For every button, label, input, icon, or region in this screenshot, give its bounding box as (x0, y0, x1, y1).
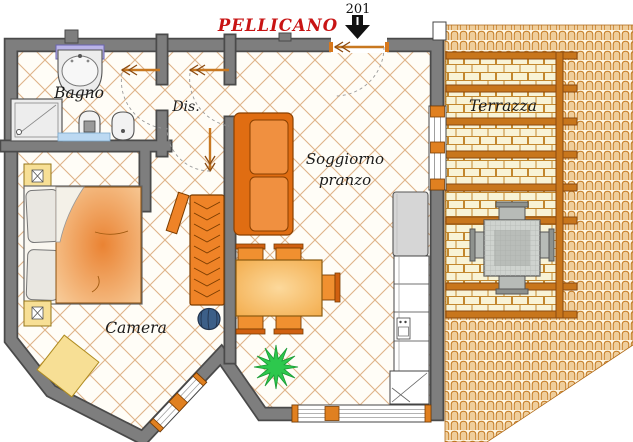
dining-chair-back (235, 328, 266, 335)
shower-drain (16, 129, 22, 135)
entrance-jamb-right (385, 42, 389, 52)
plant (253, 344, 299, 390)
wardrobe-open-door (165, 191, 190, 235)
bed-pillow-1 (25, 189, 61, 243)
bedroom-rug (36, 334, 100, 398)
sofa (233, 112, 294, 236)
room-label-camera: Camera (105, 319, 167, 337)
room-label-bagno: Bagno (53, 84, 104, 102)
wardrobe (165, 191, 225, 306)
terrace-chair-back-bottom (495, 288, 529, 295)
room-label-soggiorno-1: Soggiorno (306, 150, 384, 168)
kitchen-line (389, 191, 430, 405)
room-label-dis: Dis. (171, 99, 199, 115)
bed-pillow-2 (25, 249, 61, 301)
window-soggiorno-south (291, 404, 432, 423)
living-room-furniture (233, 112, 430, 405)
window-terrace-door (428, 105, 447, 191)
room-label-terrazza: Terrazza (469, 97, 537, 115)
terrace-dining-set (469, 201, 555, 295)
doors (120, 41, 385, 173)
bathroom-fixtures (10, 44, 135, 142)
unit-number: 201 (346, 2, 371, 17)
dining-set (235, 243, 341, 335)
wall-pilaster-top-left (64, 29, 79, 44)
pillar-top-right (432, 21, 447, 41)
radiator (57, 132, 111, 142)
window-camera-bay (149, 371, 208, 433)
bathroom-door-swing (120, 72, 162, 129)
pouf (197, 307, 221, 331)
terrace-chair-bottom (498, 275, 526, 290)
hall-door-swing (189, 72, 230, 127)
terrace-chair-top (498, 206, 526, 221)
oven (396, 317, 411, 340)
sink-faucet (78, 54, 82, 58)
dining-chair (275, 247, 302, 262)
bedroom-door-swing (166, 127, 211, 172)
terrace-chair-back-top (495, 201, 529, 208)
room-label-soggiorno-2: pranzo (319, 171, 371, 189)
dining-chair (237, 315, 264, 330)
dining-table (235, 259, 323, 317)
bedroom-furniture (23, 163, 225, 398)
building-title: PELLICANO (217, 16, 338, 35)
terrace-chair-back-right (548, 228, 555, 262)
dining-chair-back (273, 328, 304, 335)
bidet (111, 111, 135, 141)
fridge (392, 191, 429, 257)
interior-wall (1, 35, 235, 363)
entrance-arrow-icon (345, 15, 370, 39)
kitchen-counter (393, 255, 430, 372)
wall-pilaster-top-mid (278, 32, 292, 42)
nightstand-bottom (23, 300, 52, 327)
entrance-jamb-left (329, 42, 333, 52)
dining-chair (321, 274, 336, 301)
entrance-door-swing (334, 46, 385, 97)
terrace-chair-back-left (469, 228, 476, 262)
dining-chair (237, 247, 264, 262)
dining-chair-back (334, 272, 341, 303)
dining-chair (275, 315, 302, 330)
bed-blanket-fold (55, 186, 85, 243)
